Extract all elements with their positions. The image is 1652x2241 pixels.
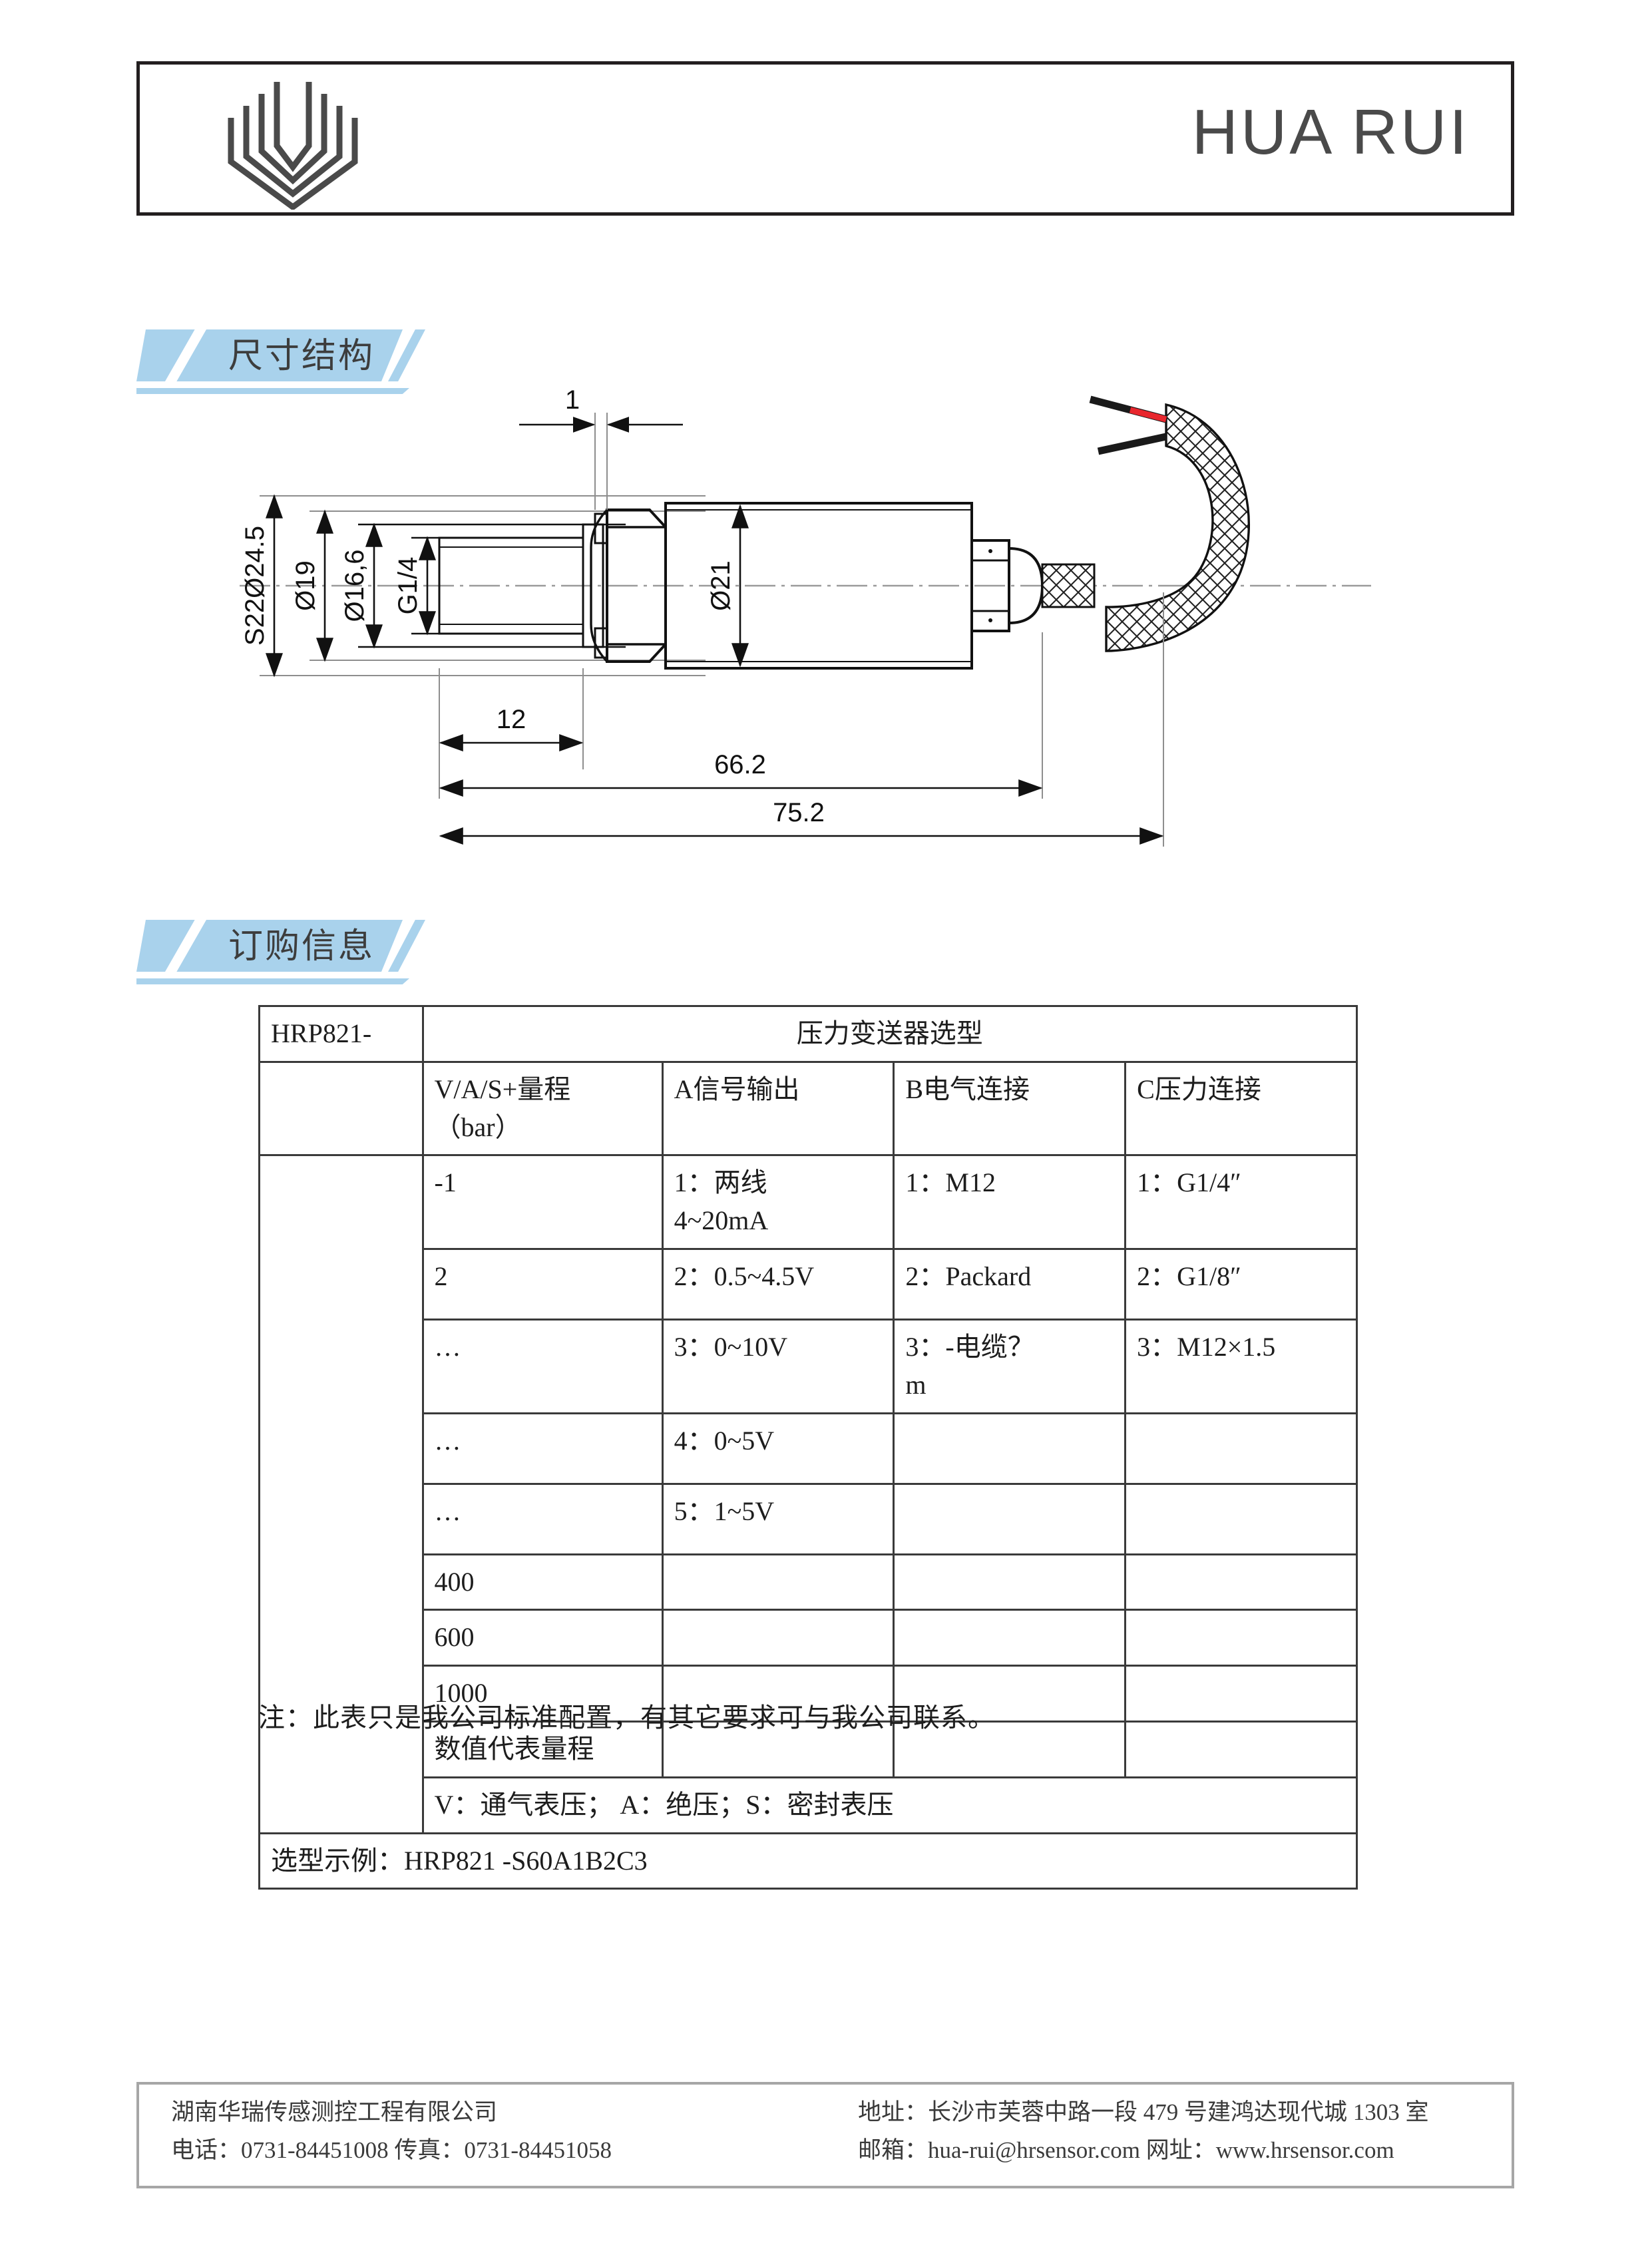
table-row: 1000 [260, 1665, 1358, 1723]
cell-empty [258, 1060, 424, 1157]
table-row-legend: V：通气表压； A：绝压；S：密封表压 [260, 1776, 1358, 1834]
cell-pressure [1124, 1553, 1358, 1611]
cell-electrical: 1：M12 [893, 1154, 1127, 1250]
table-row: -1 1：两线 4~20mA 1：M12 1：G1/4″ [258, 1154, 1358, 1834]
table-row: … 4：0~5V [260, 1412, 1358, 1485]
footer-company-name: 湖南华瑞传感测控工程有限公司 [171, 2099, 498, 2125]
table-row: 数值代表量程 [260, 1720, 1358, 1778]
footer-email-web: 邮箱：hua-rui@hrsensor.com 网址：www.hrsensor.… [858, 2137, 1394, 2163]
section-title-ordering: 订购信息 [228, 928, 375, 966]
table-note: 注：此表只是我公司标准配置，有其它要求可与我公司联系。 [258, 1703, 995, 1732]
cell-signal: 1：两线 4~20mA [661, 1154, 895, 1250]
signal-line2: 4~20mA [674, 1205, 769, 1236]
cell-electrical [893, 1482, 1127, 1555]
cell-electrical: 3：-电缆？ m [893, 1318, 1127, 1414]
dim-g1-4: G1/4 [393, 557, 423, 615]
cell-range: -1 [421, 1154, 664, 1250]
cell-signal [661, 1720, 895, 1778]
dim-d16-6: Ø16,6 [340, 550, 369, 622]
cell-electrical [893, 1553, 1127, 1611]
electrical-line1: 3：-电缆？ [905, 1331, 1034, 1362]
table-row: 600 [260, 1609, 1358, 1667]
table-row-example: 选型示例：HRP821 -S60A1B2C3 [258, 1832, 1358, 1890]
cell-range: … [421, 1482, 664, 1555]
cell-electrical [893, 1609, 1127, 1667]
table-row-model: HRP821- 压力变送器选型 [258, 1005, 1358, 1063]
cell-pressure [1124, 1412, 1358, 1485]
cell-col-range: V/A/S+量程 （bar） [421, 1060, 664, 1157]
cell-model-prefix: HRP821- [258, 1005, 424, 1063]
cell-empty [258, 1154, 424, 1834]
dim-12: 12 [497, 705, 526, 734]
signal-line1: 1：两线 [674, 1167, 767, 1198]
dim-d21: Ø21 [706, 560, 735, 611]
cell-signal [661, 1665, 895, 1723]
hua-rui-chevron-logo [223, 77, 363, 211]
cell-pressure [1124, 1609, 1358, 1667]
cell-electrical [893, 1720, 1127, 1778]
table-row: … 3：0~10V 3：-电缆？ m 3：M12×1.5 [260, 1318, 1358, 1414]
cell-range: 600 [421, 1609, 664, 1667]
cell-signal: 3：0~10V [661, 1318, 895, 1414]
table-row-columns: V/A/S+量程 （bar） A信号输出 B电气连接 C压力连接 [258, 1060, 1358, 1157]
cell-pressure: 1：G1/4″ [1124, 1154, 1358, 1250]
cell-pressure [1124, 1665, 1358, 1723]
cell-range: 数值代表量程 [421, 1720, 664, 1778]
cell-signal: 5：1~5V [661, 1482, 895, 1555]
ordering-table: HRP821- 压力变送器选型 V/A/S+量程 （bar） A信号输出 B电气… [258, 1005, 1358, 1890]
dim-66-2: 66.2 [714, 750, 766, 779]
cell-pressure [1124, 1720, 1358, 1778]
cell-legend: V：通气表压； A：绝压；S：密封表压 [421, 1776, 1358, 1834]
cell-pressure [1124, 1482, 1358, 1555]
dim-d19: Ø19 [291, 560, 320, 611]
cell-col-pressure: C压力连接 [1124, 1060, 1358, 1157]
table-row: 2 2：0.5~4.5V 2：Packard 2：G1/8″ [260, 1247, 1358, 1321]
footer-contact-block: 地址：长沙市芙蓉中路一段 479 号建鸿达现代城 1303 室 邮箱：hua-r… [858, 2094, 1429, 2169]
col-range-line2: （bar） [434, 1112, 522, 1142]
cell-range: … [421, 1318, 664, 1414]
band-underline [136, 388, 409, 394]
footer-company-block: 湖南华瑞传感测控工程有限公司 电话：0731-84451008 传真：0731-… [171, 2094, 612, 2169]
cell-range: 1000 [421, 1665, 664, 1723]
cell-example: 选型示例：HRP821 -S60A1B2C3 [258, 1832, 1358, 1890]
dim-s22-d24-5: S22Ø24.5 [240, 526, 270, 646]
footer-phone-fax: 电话：0731-84451008 传真：0731-84451058 [171, 2137, 612, 2163]
table-row: … 5：1~5V [260, 1482, 1358, 1555]
cell-col-electrical: B电气连接 [893, 1060, 1127, 1157]
cell-table-title: 压力变送器选型 [421, 1005, 1358, 1063]
cell-electrical [893, 1412, 1127, 1485]
cell-electrical: 2：Packard [893, 1247, 1127, 1321]
cell-signal [661, 1553, 895, 1611]
dimension-drawing: S22Ø24.5 Ø19 Ø16,6 G1/4 [200, 373, 1398, 879]
cell-electrical [893, 1665, 1127, 1723]
cell-pressure: 2：G1/8″ [1124, 1247, 1358, 1321]
cell-range: 2 [421, 1247, 664, 1321]
brand-name: HUA RUI [1191, 97, 1470, 168]
electrical-line2: m [905, 1369, 927, 1400]
page-header: HUA RUI [136, 61, 1514, 216]
cell-col-signal: A信号输出 [661, 1060, 895, 1157]
section-title-dimensions: 尺寸结构 [228, 337, 375, 375]
cell-pressure: 3：M12×1.5 [1124, 1318, 1358, 1414]
cell-range: 400 [421, 1553, 664, 1611]
col-range-line1: V/A/S+量程 [434, 1074, 571, 1104]
dim-75-2: 75.2 [773, 798, 825, 827]
cell-signal [661, 1609, 895, 1667]
band-underline [136, 978, 409, 984]
dim-1: 1 [565, 385, 580, 415]
cell-range: … [421, 1412, 664, 1485]
page-footer: 湖南华瑞传感测控工程有限公司 电话：0731-84451008 传真：0731-… [136, 2082, 1514, 2188]
cell-signal: 4：0~5V [661, 1412, 895, 1485]
table-row: 400 [260, 1553, 1358, 1611]
cell-signal: 2：0.5~4.5V [661, 1247, 895, 1321]
section-heading-ordering: 订购信息 [136, 920, 425, 992]
section-heading-dimensions: 尺寸结构 [136, 329, 425, 401]
footer-address: 地址：长沙市芙蓉中路一段 479 号建鸿达现代城 1303 室 [858, 2099, 1429, 2125]
